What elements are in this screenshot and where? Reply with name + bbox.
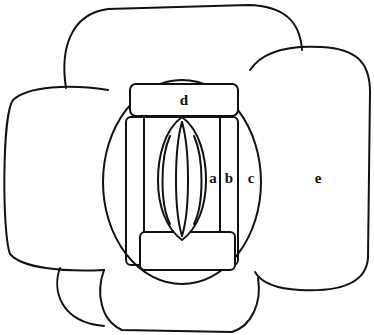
part-label: c	[248, 171, 255, 186]
part-label: a	[209, 171, 217, 186]
part-label: e	[315, 171, 322, 186]
part-label: d	[180, 93, 188, 108]
part-label: b	[225, 171, 233, 186]
